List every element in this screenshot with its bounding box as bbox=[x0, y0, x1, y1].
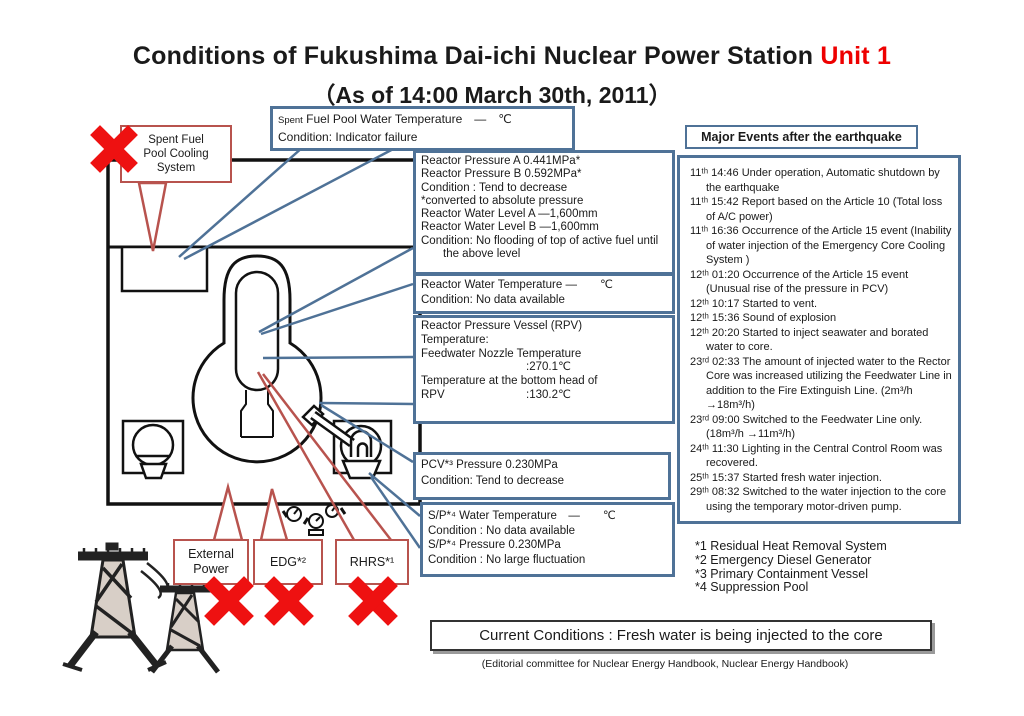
box-sfp-water-temperature: Spent Fuel Pool Water Temperature — ℃ Co… bbox=[270, 106, 575, 151]
page-title: Conditions of Fukushima Dai-ichi Nuclear… bbox=[0, 42, 1024, 71]
red-leader-lines bbox=[137, 181, 392, 542]
credit-line: (Editorial committee for Nuclear Energy … bbox=[481, 658, 849, 670]
box-rpv-temperature: Reactor Pressure Vessel (RPV) Temperatur… bbox=[413, 315, 675, 424]
major-events-list: 11ᵗʰ 14:46 Under operation, Automatic sh… bbox=[677, 155, 961, 524]
box-sp-conditions: S/P*⁴ Water Temperature — ℃ Condition : … bbox=[420, 502, 675, 577]
footnote: *1 Residual Heat Removal System bbox=[695, 539, 887, 553]
bottom-head-temp-value: :130.2℃ bbox=[526, 388, 571, 401]
footnote: *3 Primary Containment Vessel bbox=[695, 566, 868, 581]
left-torus-shape bbox=[121, 419, 185, 480]
callout-rhrs: RHRS*¹ bbox=[335, 539, 409, 585]
footnotes: *1 Residual Heat Removal System *2 Emerg… bbox=[695, 539, 945, 595]
event-item: 12ᵗʰ 15:36 Sound of explosion bbox=[690, 312, 837, 324]
footnote: *2 Emergency Diesel Generator bbox=[695, 552, 872, 567]
event-item: 23ʳᵈ 02:33 The amount of injected water … bbox=[690, 355, 952, 412]
major-events-header: Major Events after the earthquake bbox=[685, 125, 918, 149]
event-item: 12ᵗʰ 01:20 Occurrence of the Article 15 … bbox=[690, 268, 909, 296]
callout-sfp-cooling-system: Spent Fuel Pool Cooling System bbox=[120, 125, 232, 183]
event-item: 29ᵗʰ 08:32 Switched to the water injecti… bbox=[690, 486, 947, 513]
rpv-shape bbox=[234, 270, 280, 392]
event-item: 12ᵗʰ 20:20 Started to inject seawater an… bbox=[690, 326, 929, 354]
event-item: 23ʳᵈ 09:00 Switched to the Feedwater Lin… bbox=[690, 413, 923, 441]
box-reactor-water-temperature: Reactor Water Temperature — ℃ Condition:… bbox=[413, 273, 675, 314]
gauge-icon bbox=[281, 504, 347, 536]
feedwater-nozzle-temp-value: :270.1℃ bbox=[526, 361, 571, 374]
blue-leader-lines bbox=[178, 145, 422, 549]
event-item: 11ᵗʰ 16:36 Occurrence of the Article 15 … bbox=[690, 225, 952, 266]
callout-edg: EDG*² bbox=[253, 539, 323, 585]
event-item: 11ᵗʰ 15:42 Report based on the Article 1… bbox=[690, 196, 943, 223]
current-conditions-banner: Current Conditions : Fresh water is bein… bbox=[430, 620, 932, 651]
box-reactor-pressure: Reactor Pressure A 0.441MPa* Reactor Pre… bbox=[413, 150, 675, 275]
event-item: 25ᵗʰ 15:37 Started fresh water injection… bbox=[690, 471, 882, 484]
event-item: 24ᵗʰ 11:30 Lighting in the Central Contr… bbox=[690, 442, 943, 470]
footnote: *4 Suppression Pool bbox=[695, 580, 809, 595]
page-subtitle: （As of 14:00 March 30th, 2011） bbox=[312, 82, 672, 108]
spent-fuel-pool-shape bbox=[120, 245, 209, 293]
callout-external-power: External Power bbox=[173, 539, 249, 585]
transmission-towers-icon bbox=[62, 542, 220, 674]
page-title-main: Conditions of Fukushima Dai-ichi Nuclear… bbox=[132, 42, 814, 70]
event-item: 12ᵗʰ 10:17 Started to vent. bbox=[690, 297, 818, 310]
event-item: 11ᵗʰ 14:46 Under operation, Automatic sh… bbox=[690, 167, 940, 194]
page-title-unit: Unit 1 bbox=[820, 42, 892, 70]
box-pcv-pressure: PCV*³ Pressure 0.230MPa Condition: Tend … bbox=[413, 452, 671, 500]
